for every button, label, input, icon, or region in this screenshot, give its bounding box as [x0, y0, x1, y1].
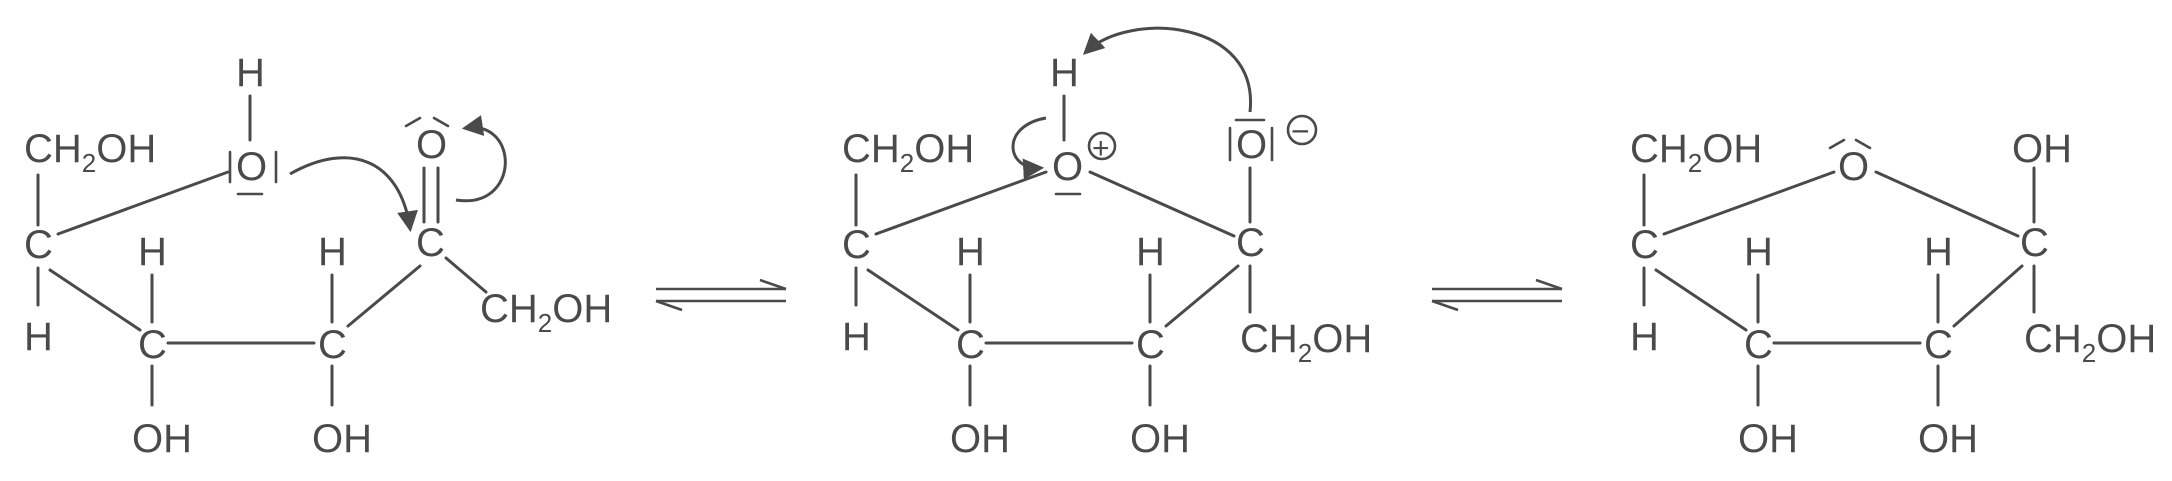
carbon-atom: C [416, 221, 445, 265]
ch2oh-group: CH2OH [1240, 317, 1372, 368]
ch2oh-group: CH2OH [842, 127, 974, 178]
hydroxyl-group: OH [132, 417, 192, 461]
electron-arrow [455, 115, 507, 203]
oxygen-atom: O [1236, 123, 1267, 167]
carbon-atom: C [2020, 221, 2049, 265]
hydrogen-atom: H [1050, 51, 1079, 95]
electron-arrow [1082, 26, 1252, 113]
oxygen-atom: O [1838, 145, 1869, 189]
equilibrium-arrow [655, 278, 787, 312]
ch2oh-group: CH2OH [1630, 127, 1762, 178]
carbon-atom: C [1924, 323, 1953, 367]
hydrogen-atom: H [1744, 230, 1773, 274]
hydroxyl-group: OH [312, 417, 372, 461]
carbon-atom: C [1236, 221, 1265, 265]
equilibrium-arrow [1431, 278, 1563, 312]
hydrogen-atom: H [1630, 315, 1659, 359]
hydroxyl-group: OH [2012, 127, 2072, 171]
structure-intermediate: CH2OH C H H O + C C H H OH OH C O [842, 26, 1372, 461]
hydroxyl-group: OH [1738, 417, 1798, 461]
hydrogen-atom: H [956, 230, 985, 274]
hydrogen-atom: H [842, 315, 871, 359]
carbon-atom: C [842, 223, 871, 267]
negative-charge: − [1291, 113, 1310, 149]
oxygen-atom: O [236, 145, 267, 189]
hydrogen-atom: H [1136, 230, 1165, 274]
electron-arrow [1011, 116, 1047, 180]
electron-arrow [289, 156, 418, 233]
carbon-atom: C [1630, 223, 1659, 267]
structure-cyclic: CH2OH C H O C C H H OH OH C OH CH2OH [1630, 127, 2156, 461]
oxygen-atom: O [1052, 145, 1083, 189]
hydrogen-atom: H [138, 230, 167, 274]
hydrogen-atom: H [318, 230, 347, 274]
hydrogen-atom: H [1924, 230, 1953, 274]
hydroxyl-group: OH [1918, 417, 1978, 461]
hydroxyl-group: OH [1130, 417, 1190, 461]
carbon-atom: C [1744, 323, 1773, 367]
carbon-atom: C [956, 323, 985, 367]
ch2oh-group: CH2OH [24, 127, 156, 178]
positive-charge: + [1092, 132, 1110, 165]
ch2oh-group: CH2OH [2024, 317, 2156, 368]
carbon-atom: C [318, 323, 347, 367]
hydroxyl-group: OH [950, 417, 1010, 461]
hydrogen-atom: H [236, 51, 265, 95]
carbon-atom: C [138, 323, 167, 367]
carbon-atom: C [24, 223, 53, 267]
ch2oh-group: CH2OH [480, 287, 612, 338]
structure-open-chain: CH2OH C H H O C C H H OH OH C [24, 51, 612, 461]
oxygen-atom: O [416, 123, 447, 167]
hydrogen-atom: H [24, 315, 53, 359]
carbon-atom: C [1136, 323, 1165, 367]
